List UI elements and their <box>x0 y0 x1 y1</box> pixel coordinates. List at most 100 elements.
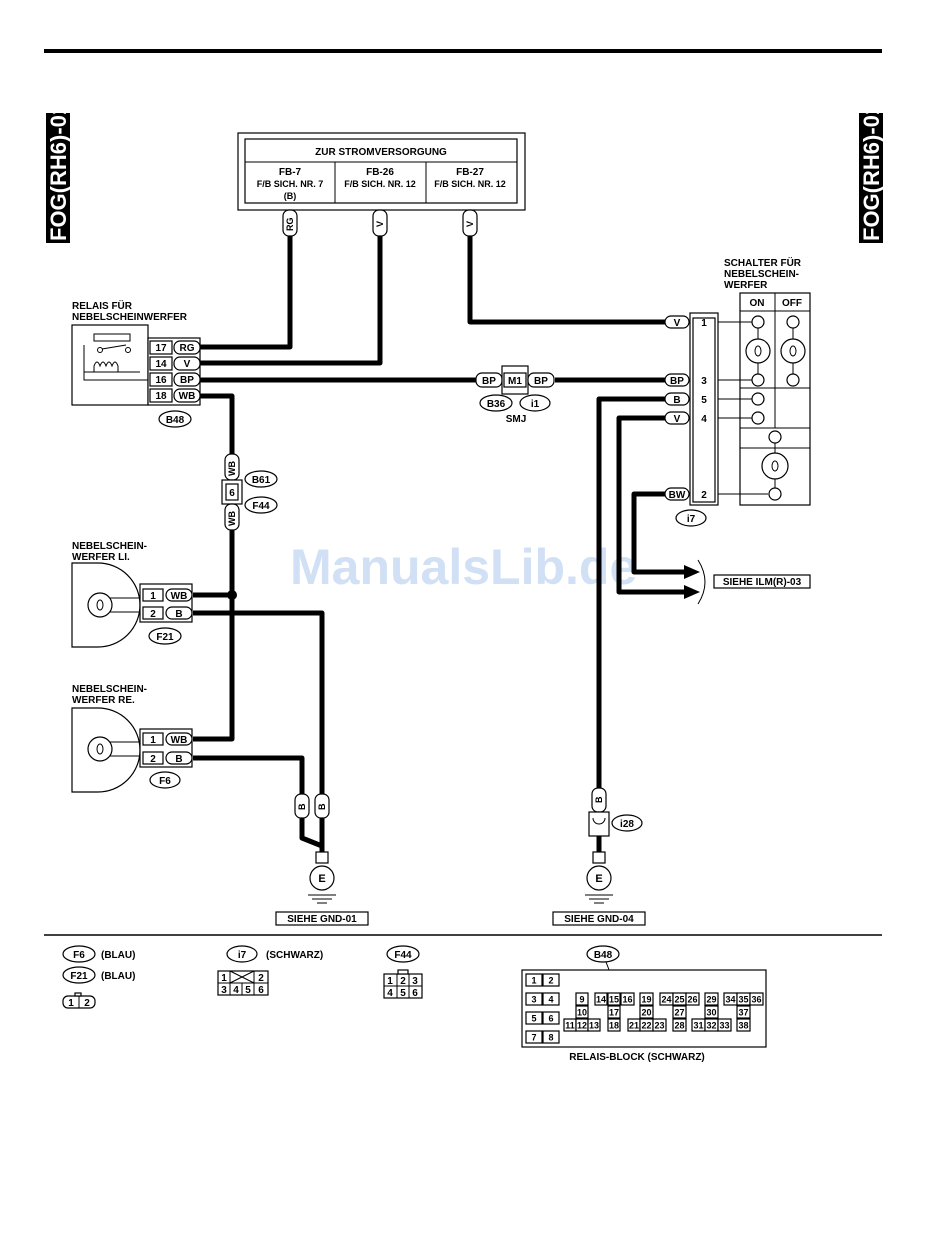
relay-block-cell <box>749 992 764 1006</box>
wire-v-switch <box>467 236 665 325</box>
switch-pin-5-num: 5 <box>701 395 707 406</box>
relay-block-cell-label: 20 <box>641 1008 651 1018</box>
switch-pin-5-color: B <box>673 395 680 406</box>
wire-b-left-lamp <box>193 610 325 794</box>
relay-block-cell-label: 15 <box>609 995 619 1005</box>
relay-label-1: RELAIS FÜR <box>72 299 133 312</box>
legend-f44-pin6: 6 <box>412 988 418 999</box>
legend-i7-grid: 1 2 3 4 5 6 <box>217 970 269 996</box>
legend: F6 (BLAU) F21 (BLAU) 1 2 i7 (SCHWARZ) 1 … <box>62 945 767 1063</box>
smj-joint: BP M1 BP B36 i1 SMJ <box>475 365 555 425</box>
switch-on-label: ON <box>750 298 765 309</box>
power-supply-box: ZUR STROMVERSORGUNG FB-7 F/B SICH. NR. 7… <box>237 132 526 211</box>
power-col1-sub: F/B SICH. NR. 7 <box>257 179 324 189</box>
relay-block-cell <box>607 1005 621 1019</box>
switch-pin-3: BP 3 <box>664 373 707 387</box>
relay-block-cell-label: 4 <box>548 995 553 1005</box>
ilm-reference: SIEHE ILM(R)-03 <box>684 559 811 605</box>
relay-block-cell <box>736 1005 751 1019</box>
wire-tag-v1: V <box>372 209 388 237</box>
switch-off-label: OFF <box>782 298 802 309</box>
switch-lamp-off-icon <box>780 338 806 364</box>
relay-block-cell <box>594 992 608 1006</box>
legend-i7-pin1: 1 <box>221 973 227 984</box>
wire-tag-v1-text: V <box>375 221 385 227</box>
fog-relay: RELAIS FÜR NEBELSCHEINWERFER 17 RG 14 V <box>71 299 201 428</box>
legend-i7-pin2: 2 <box>258 973 264 984</box>
relay-pin-14-color: V <box>184 359 191 370</box>
ground-left-icon: E <box>308 865 336 904</box>
switch-pin-2-color: BW <box>669 490 686 501</box>
smj-label: SMJ <box>506 414 527 425</box>
wire-b-switch <box>596 396 665 788</box>
relay-block-cell <box>575 1005 589 1019</box>
top-rule <box>44 49 882 53</box>
switch-pin-2-num: 2 <box>701 490 707 501</box>
gnd-left-symbol: E <box>318 873 325 885</box>
power-col2-name: FB-26 <box>366 167 394 178</box>
lamp-right-pin2-color: B <box>175 754 182 765</box>
relay-block-cell <box>542 973 560 987</box>
relay-block-cell <box>652 1018 667 1032</box>
relay-block-cell <box>542 992 560 1006</box>
relay-block-cell <box>542 1030 560 1044</box>
gnd-right-connector: i28 <box>620 819 634 830</box>
wire-rg <box>200 236 293 350</box>
legend-f21-color: (BLAU) <box>101 971 135 982</box>
relay-block-cell-label: 36 <box>751 995 761 1005</box>
wire-tag-v2-text: V <box>465 221 475 227</box>
relay-pin-17-num: 17 <box>155 343 167 354</box>
power-col3-sub: F/B SICH. NR. 12 <box>434 179 506 189</box>
relay-block-cell-label: 24 <box>661 995 671 1005</box>
relay-block-cell <box>587 1018 601 1032</box>
joint-top: WB <box>227 461 237 476</box>
switch-connector-tag: i7 <box>675 509 707 527</box>
watermark: ManualsLib.de <box>290 539 637 595</box>
wire-b-right-lamp <box>193 755 305 794</box>
power-col2-sub: F/B SICH. NR. 12 <box>344 179 416 189</box>
switch-pin-4: V 4 <box>664 411 707 425</box>
smj-right: BP <box>534 376 548 387</box>
lamp-right-bulb-icon <box>87 736 140 762</box>
switch-pin-2: BW 2 <box>664 487 707 501</box>
relay-block-cell-label: 34 <box>725 995 735 1005</box>
relay-block-cell <box>639 1005 654 1019</box>
legend-f21: F21 <box>70 971 88 982</box>
relay-block-label: RELAIS-BLOCK (SCHWARZ) <box>569 1052 705 1063</box>
fog-lamp-right: NEBELSCHEIN- WERFER RE. 1 WB 2 B F6 <box>71 684 193 793</box>
switch-pin-4-num: 4 <box>701 414 707 425</box>
relay-block-cell-label: 35 <box>738 995 748 1005</box>
relay-block-cell-label: 32 <box>706 1021 716 1031</box>
legend-f21-pin2: 2 <box>84 998 90 1009</box>
relay-block-cell-label: 7 <box>531 1033 536 1043</box>
wire-tag-v2: V <box>462 209 478 237</box>
side-label-right-text: FOG(RH6)-01 <box>859 103 884 241</box>
arrow-icon-2 <box>684 585 700 599</box>
relay-block-cell <box>736 1018 751 1032</box>
relay-pin-16: 16 BP <box>149 372 201 387</box>
lamp-right-label-2: WERFER RE. <box>72 695 135 706</box>
legend-f44-pin1: 1 <box>387 976 393 987</box>
legend-i7-pin4: 4 <box>233 985 239 996</box>
side-label-left-text: FOG(RH6)-01 <box>46 103 71 241</box>
relay-pin-18-num: 18 <box>155 391 167 402</box>
wire-v4-ilm <box>616 415 690 595</box>
relay-block-cell <box>717 1018 732 1032</box>
relay-coil-icon <box>83 344 148 381</box>
relay-block-cell <box>672 1005 687 1019</box>
relay-block-cell-label: 19 <box>641 995 651 1005</box>
switch-pin-1: V 1 <box>664 315 707 329</box>
ground-right: B i28 E SIEHE GND-04 <box>552 787 646 926</box>
side-label-left: FOG(RH6)-01 <box>46 103 71 243</box>
joint-b61-f44: WB 6 WB B61 F44 <box>221 453 278 531</box>
relay-block-cell-label: 28 <box>674 1021 684 1031</box>
relay-block-cell-label: 2 <box>548 976 553 986</box>
relay-block-cell <box>525 973 543 987</box>
relay-pin-18: 18 WB <box>149 388 201 403</box>
side-label-right: FOG(RH6)-01 <box>859 103 884 243</box>
switch-connector-text: i7 <box>687 514 696 525</box>
relay-pin-16-color: BP <box>180 375 194 386</box>
smj-conn-a: B36 <box>487 399 506 410</box>
